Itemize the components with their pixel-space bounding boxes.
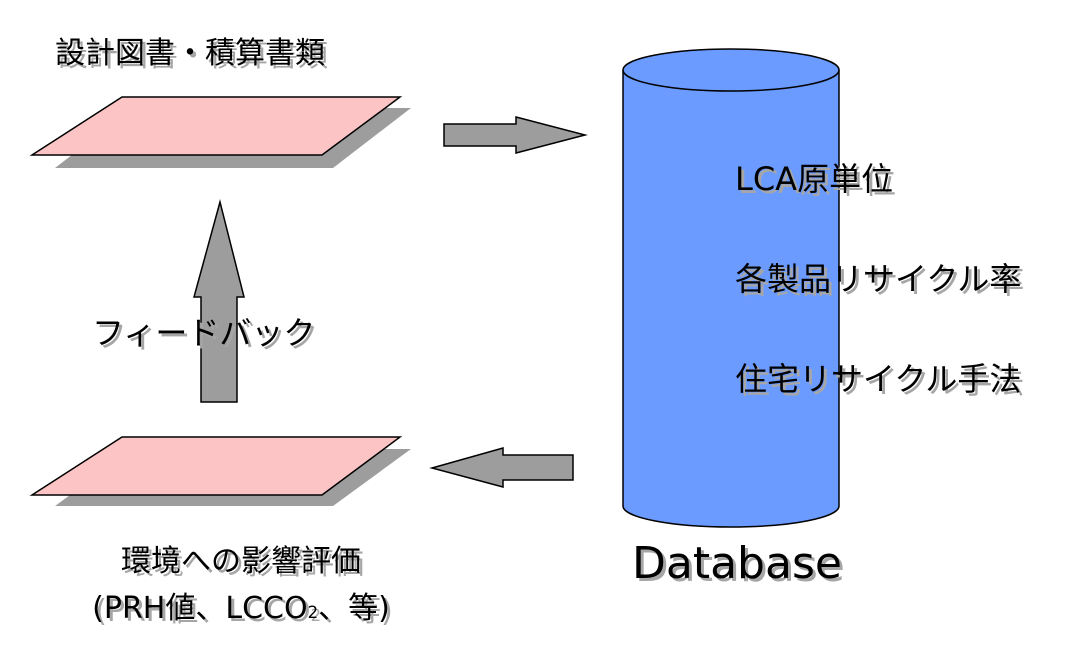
top-plane xyxy=(29,96,403,156)
impact-metrics-post: 、等) xyxy=(318,591,390,626)
database-item-product-recycle-rate: 各製品リサイクル率 xyxy=(735,260,1022,298)
right-arrow-to-database xyxy=(443,116,588,154)
impact-metrics-label: (PRH値、LCCO2、等) xyxy=(0,583,482,627)
database-item-lca-unit: LCA原単位 xyxy=(735,160,894,198)
impact-metrics-pre: (PRH値、LCCO xyxy=(92,591,308,626)
design-documents-label: 設計図書・積算書類 xyxy=(55,36,325,71)
database-item-house-recycle-method: 住宅リサイクル手法 xyxy=(735,360,1022,398)
database-caption: Database xyxy=(632,538,842,589)
impact-metrics-subscript: 2 xyxy=(307,603,319,622)
cylinder-body xyxy=(622,70,840,528)
cylinder-top xyxy=(622,48,840,92)
environmental-impact-label: 環境への影響評価 xyxy=(121,544,361,579)
bottom-evaluation-plane xyxy=(29,436,411,506)
feedback-up-arrow xyxy=(193,199,245,403)
database-cylinder xyxy=(622,48,840,528)
bottom-plane xyxy=(29,436,403,496)
top-document-plane xyxy=(29,96,411,168)
feedback-label: フィードバック xyxy=(92,314,316,352)
left-arrow-from-database xyxy=(429,447,574,488)
